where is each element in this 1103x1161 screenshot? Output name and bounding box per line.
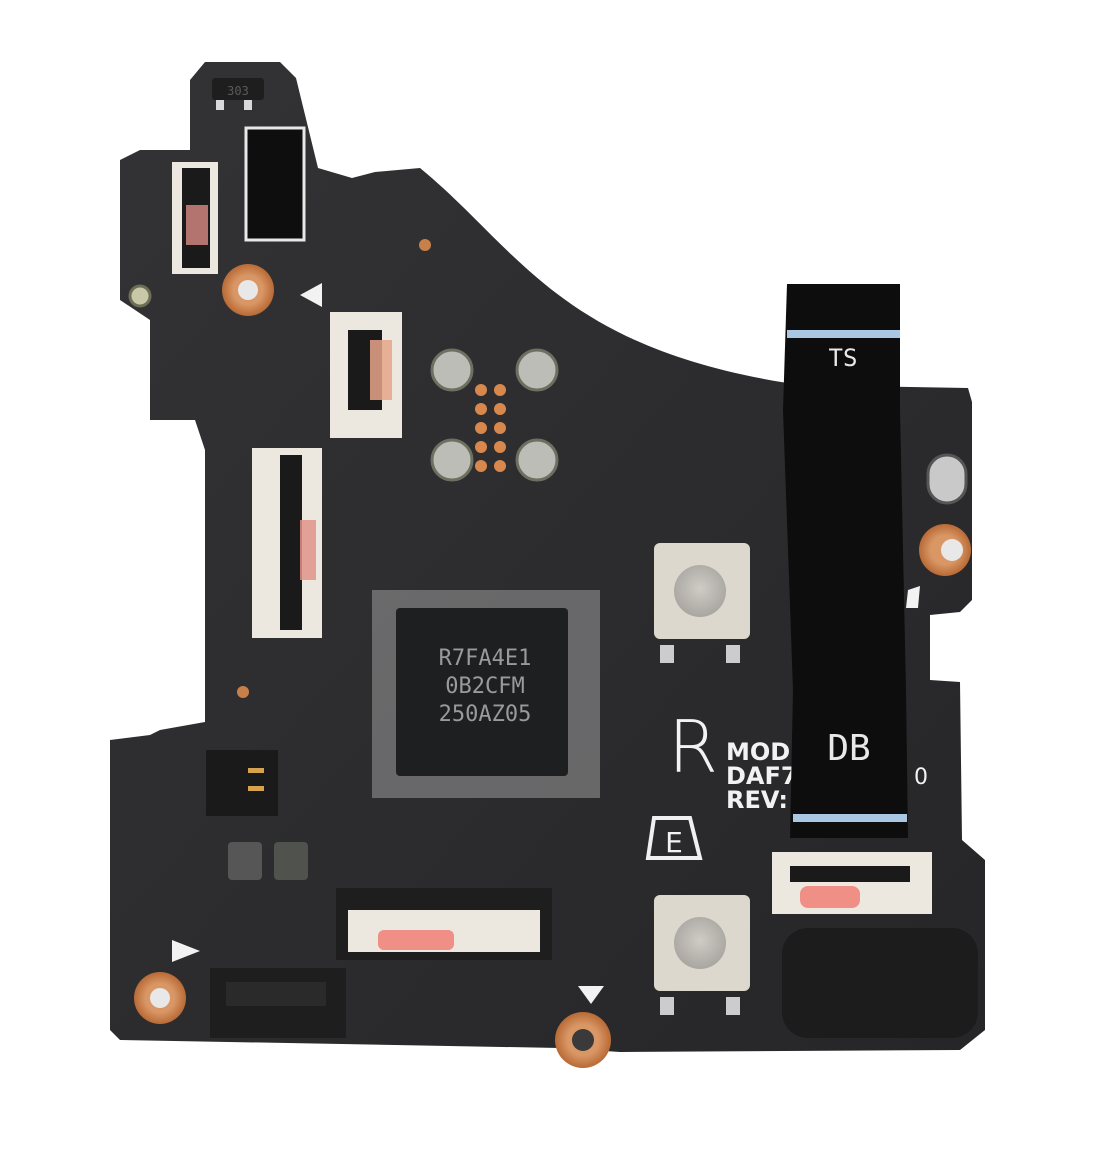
small-via-hole — [128, 284, 152, 308]
fpc-connector-upper-middle — [330, 312, 402, 438]
inductor-2 — [274, 842, 308, 880]
slot-hole — [926, 453, 968, 505]
arrow-marker-down — [578, 986, 604, 1004]
svg-text:250AZ05: 250AZ05 — [439, 702, 532, 727]
side-letter-r: R — [668, 705, 718, 789]
inductor-1 — [228, 842, 262, 880]
mcu-chip: R7FA4E1 0B2CFM 250AZ05 — [372, 590, 600, 798]
pcb-board — [110, 62, 985, 1052]
daf-label: DAF7 — [726, 762, 798, 790]
small-copper-dot — [419, 239, 431, 251]
tact-switch-lower[interactable] — [654, 895, 750, 1015]
transistor-303: 303 — [212, 78, 264, 110]
fpc-connector-lower-left — [210, 968, 346, 1038]
mounting-hole-3 — [555, 1012, 611, 1068]
svg-text:TS: TS — [829, 344, 858, 372]
svg-text:DB: DB — [827, 728, 870, 769]
ribbon-cable: TS DB — [783, 284, 908, 838]
rev-label: REV: — [726, 786, 788, 814]
arrow-marker-right — [172, 940, 200, 962]
mounting-hole-1 — [222, 264, 274, 316]
svg-text:303: 303 — [227, 84, 249, 98]
fpc-connector-lower-right — [772, 852, 932, 914]
e-marking: E — [645, 816, 703, 860]
mounting-hole-2 — [134, 972, 186, 1024]
small-copper-dot-2 — [237, 686, 249, 698]
svg-text:0B2CFM: 0B2CFM — [445, 674, 524, 699]
arrow-marker-left — [300, 283, 322, 307]
black-pad — [782, 928, 978, 1038]
svg-text:R7FA4E1: R7FA4E1 — [439, 646, 532, 671]
svg-text:E: E — [665, 826, 683, 859]
tact-switch-upper[interactable] — [654, 543, 750, 663]
fpc-connector-left-tall — [252, 448, 322, 638]
sensor-block — [244, 126, 306, 242]
two-pin-connector — [206, 750, 278, 816]
fpc-connector-bottom — [336, 888, 552, 960]
mounting-hole-4 — [919, 524, 971, 576]
arrow-marker-edge — [906, 586, 920, 608]
fpc-connector-upper-left — [172, 162, 218, 274]
trailing-char: 0 — [914, 765, 928, 790]
test-pad-cluster — [430, 348, 559, 482]
